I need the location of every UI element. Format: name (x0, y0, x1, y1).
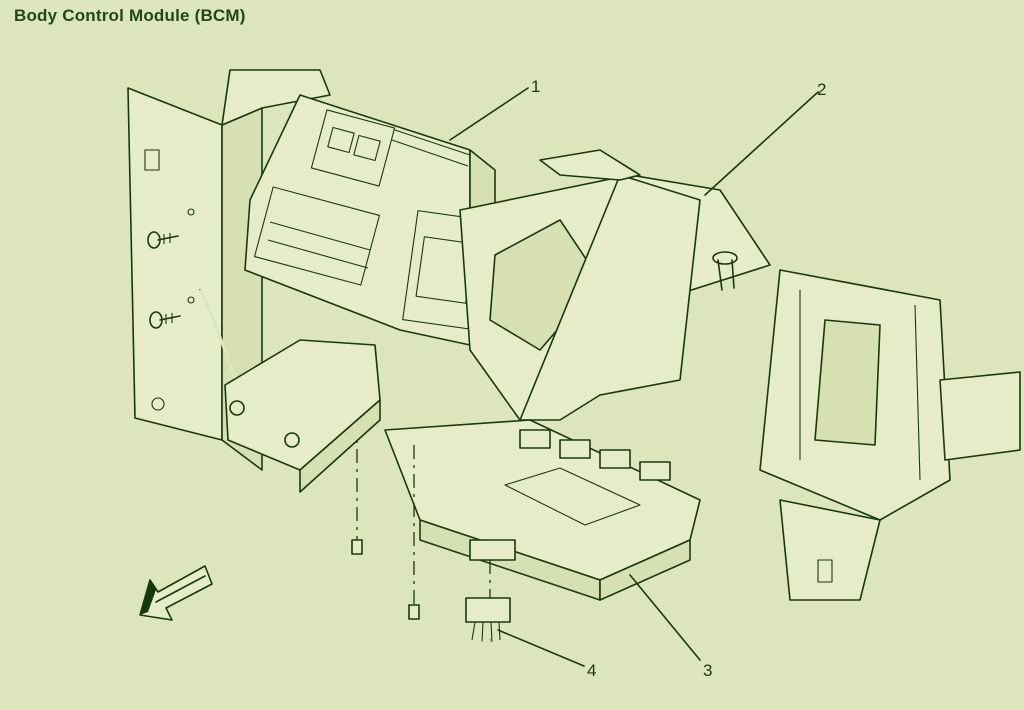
body-control-module (384, 419, 701, 601)
harness-connector (465, 560, 511, 643)
callout-1: 1 (531, 77, 540, 96)
mounting-bolt-upper (147, 231, 179, 249)
callout-2: 2 (817, 80, 826, 99)
lower-bracket (224, 339, 381, 493)
callout-3: 3 (703, 661, 712, 680)
callout-4: 4 (587, 661, 596, 680)
mounting-bolt-lower (149, 311, 181, 329)
arrow-front-icon (139, 565, 213, 621)
instrument-panel-frame (459, 149, 1021, 601)
wiring-harness (198, 289, 491, 650)
callout-leaders (449, 87, 819, 667)
fuse-junction-block (244, 94, 496, 351)
diagram-title: Body Control Module (BCM) (14, 6, 246, 25)
